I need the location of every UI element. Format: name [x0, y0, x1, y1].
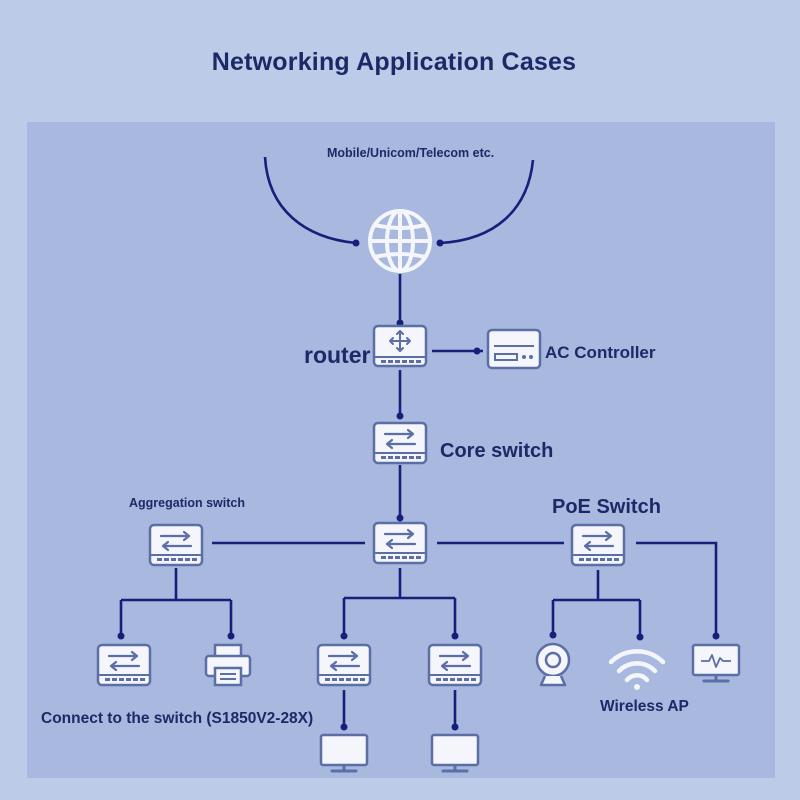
isp-arc-right — [439, 159, 535, 245]
links-aggregation-children — [119, 568, 233, 636]
camera-icon — [535, 642, 571, 687]
links-poe-children — [551, 570, 642, 637]
connection-dots — [117, 239, 720, 731]
aggregation-switch-icon — [148, 523, 204, 567]
poe-switch-label: PoE Switch — [552, 496, 661, 518]
monitor-icon — [430, 733, 480, 773]
access-switch-icon — [427, 643, 483, 687]
printer-icon — [204, 643, 252, 687]
access-switch-icon — [316, 643, 372, 687]
access-switch-icon — [96, 643, 152, 687]
distribution-switch-icon — [372, 521, 428, 565]
wifi-icon — [608, 649, 666, 690]
core-switch-icon — [372, 421, 428, 465]
poe-switch-icon — [570, 523, 626, 567]
router-label: router — [304, 342, 371, 368]
connect-switch-label: Connect to the switch (S1850V2-28X) — [41, 710, 314, 727]
wireless-ap-label: Wireless AP — [600, 698, 689, 715]
core-switch-label: Core switch — [440, 440, 554, 462]
connection-lines — [119, 156, 718, 727]
links-to-monitors — [342, 690, 457, 727]
isp-arc-left — [263, 156, 357, 245]
link-poe-monitor — [636, 541, 718, 636]
router-icon — [372, 324, 428, 368]
monitor-icon — [319, 733, 369, 773]
ac-controller-label: AC Controller — [545, 343, 656, 362]
ac-controller-icon — [486, 328, 542, 370]
isp-label: Mobile/Unicom/Telecom etc. — [327, 146, 495, 160]
globe-icon — [368, 209, 432, 273]
aggregation-switch-label: Aggregation switch — [129, 496, 245, 510]
page-title: Networking Application Cases — [211, 48, 577, 76]
monitor-icon — [691, 643, 741, 683]
links-distribution-children — [342, 568, 457, 636]
